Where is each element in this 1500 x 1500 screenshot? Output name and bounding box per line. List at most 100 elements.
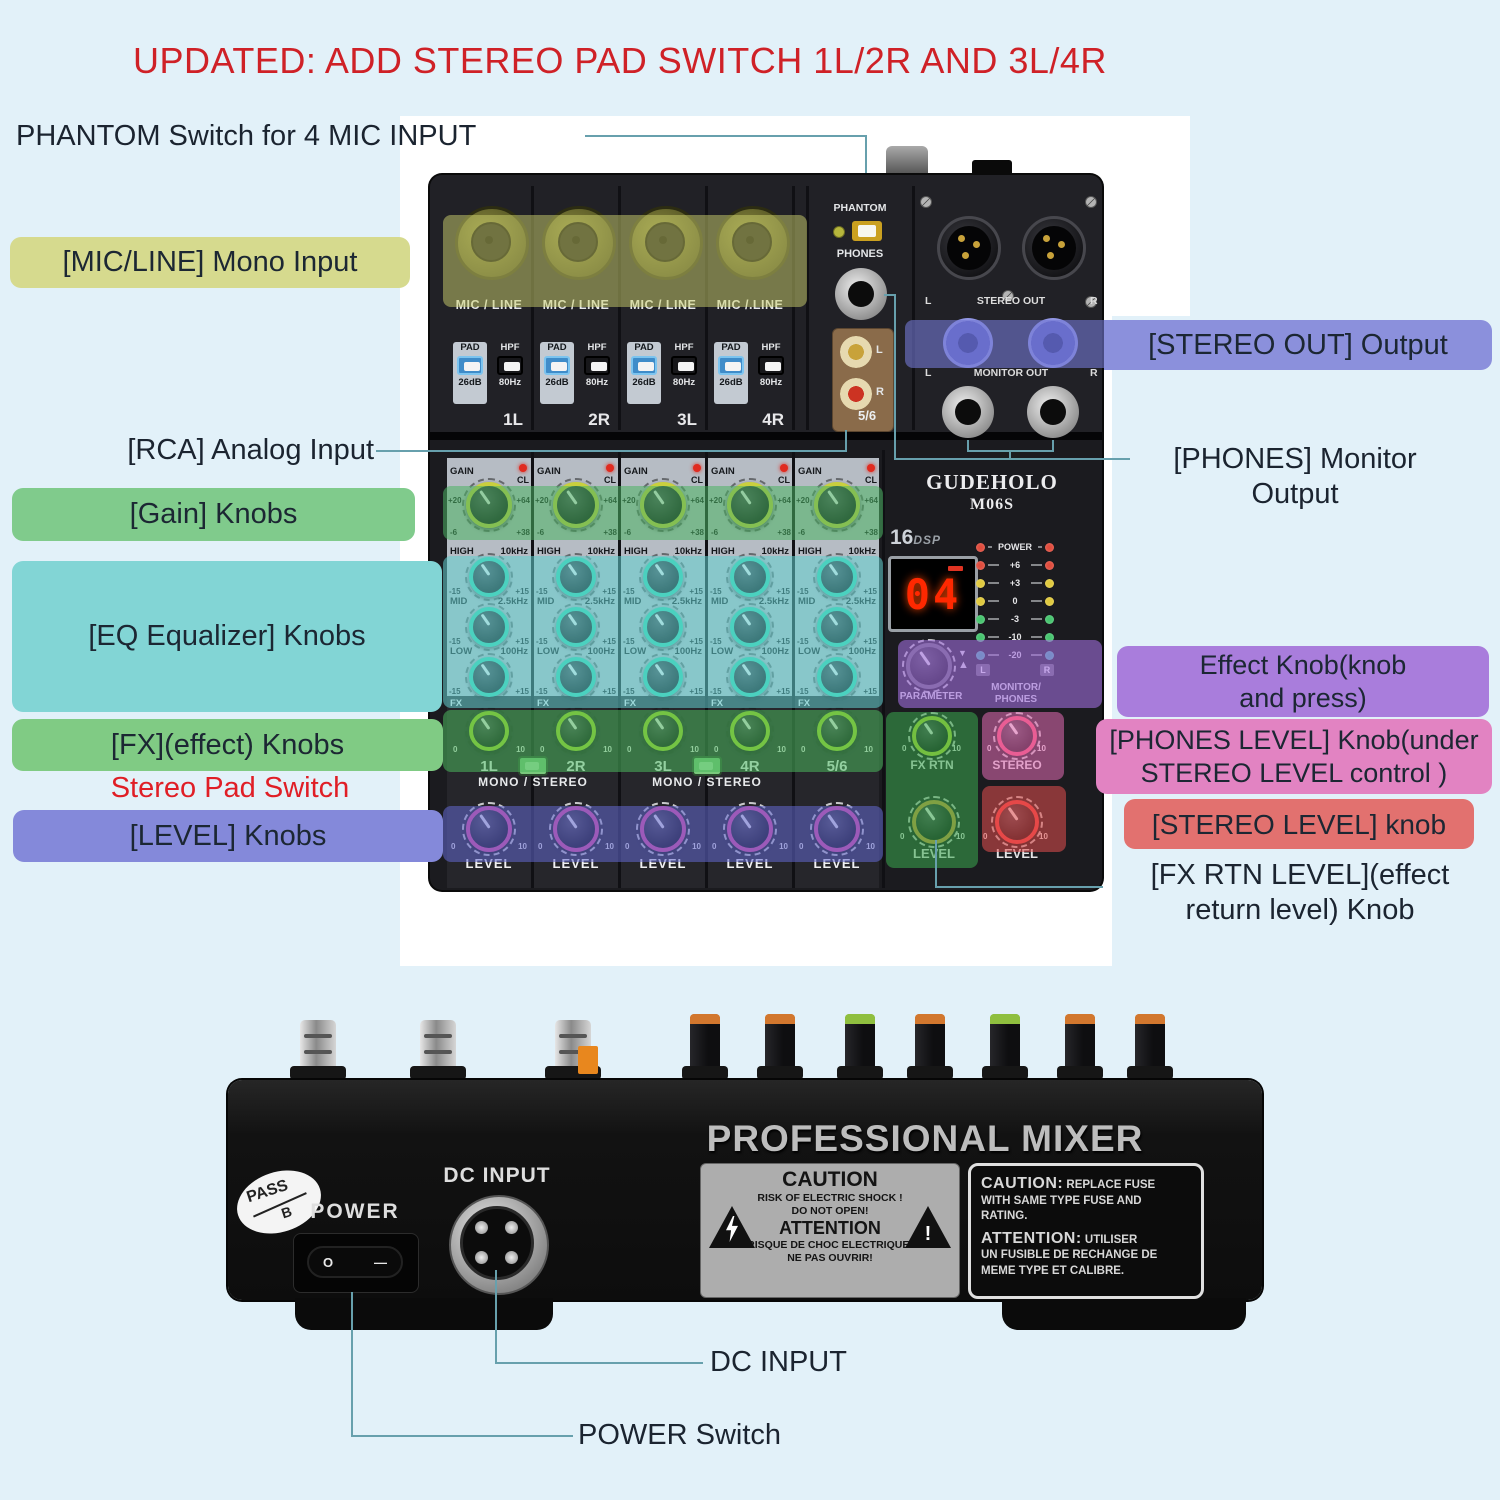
gain-header: GAIN [450,466,528,477]
photo-backdrop-corner [1112,116,1190,316]
monitor-out-hole-right [1040,399,1066,425]
meter-tick-label: -10 [1008,632,1022,642]
meter-led [1045,560,1054,570]
callout-level: [LEVEL] Knobs [13,810,443,862]
panel-divider [618,186,621,430]
meter-dash [988,600,999,602]
rca-jack-left [840,336,872,368]
pad-switch [631,356,657,375]
stereo-out-xlr-right [1022,216,1086,280]
mixer-foot [1002,1298,1246,1330]
panel-divider [531,186,534,430]
phantom-switch [852,221,882,241]
pad-label: PAD [547,342,567,353]
pass-text: B [279,1202,294,1222]
meter-dash [1038,546,1042,548]
pad-value: 26dB [632,377,656,388]
monitor-out-r: R [1090,367,1098,379]
callout-dc-input: DC INPUT [710,1346,847,1378]
callout-line [884,294,896,296]
mono-stereo-print: MONO / STEREO [478,775,588,789]
phantom-label: PHANTOM [833,202,887,214]
caution-plate-left: CAUTION RISK OF ELECTRIC SHOCK ! DO NOT … [700,1163,960,1298]
eq-high-label: HIGH [711,546,735,557]
pad-switch-face [551,362,567,371]
rear-knob-base [1057,1066,1103,1080]
hpf-value: 80Hz [672,377,696,388]
rear-switch-silhouette [972,160,1012,178]
callout-stereo-pad: Stereo Pad Switch [110,772,350,804]
eq-high-label: HIGH [537,546,561,557]
clip-label: CL [778,475,790,485]
clip-led-icon [867,464,875,472]
display-value: 04 [904,569,962,619]
pad-switch [457,356,483,375]
highlight-micline [443,215,807,307]
rear-connector-base [410,1066,466,1080]
dc-pin [505,1221,518,1234]
rear-knob-base [982,1066,1028,1080]
clip-label: CL [604,475,616,485]
pad-switch [718,356,744,375]
meter-led [976,632,985,642]
meter-dash [988,618,999,620]
callout-stereo-level: [STEREO LEVEL] knob [1124,799,1474,849]
dc-connector-face [460,1206,534,1280]
highlight-fx-rtn [886,712,978,868]
monitor-out-l: L [925,367,932,379]
meter-led [976,578,985,588]
monitor-out-hole-left [955,399,981,425]
caution-line: RISQUE DE CHOC ELECTRIQUE! [747,1239,913,1251]
stereo-out-l: L [925,295,932,307]
caution-line: NE PAS OUVRIR! [787,1252,873,1264]
meter-row-+3: +3 [976,574,1054,592]
callout-power-switch: POWER Switch [578,1419,782,1451]
strip-divider [882,450,885,888]
eq-high-label: HIGH [450,546,474,557]
dc-pin [475,1251,488,1264]
pad-label: PAD [634,342,654,353]
rca-group-label: 5/6 [858,408,877,423]
hpf-switch-face [678,362,694,371]
caution-title: ATTENTION [779,1218,881,1238]
channel-id: 3L [677,410,697,429]
highlight-parameter [898,640,1102,708]
clip-led-icon [519,464,527,472]
meter-tick-label: 0 [1012,596,1018,606]
meter-dash [988,564,999,566]
eq-high-freq: 10kHz [500,546,528,557]
gain-label: GAIN [537,466,561,477]
eq-high-header: HIGH 10kHz [450,546,528,557]
phantom-led [833,226,845,238]
pad-switch-face [638,362,654,371]
pad-switch-face [725,362,741,371]
rear-knob-base [837,1066,883,1080]
stereo-out-label: STEREO OUT [976,295,1046,307]
power-switch: O — [293,1233,419,1293]
highlight-eq [443,556,883,708]
back-headline: PROFESSIONAL MIXER [706,1118,1144,1159]
callout-line [1009,450,1011,460]
meter-row--10: -10 [976,628,1054,646]
caution-line: MEME TYPE ET CALIBRE. [981,1264,1125,1277]
clip-led-icon [606,464,614,472]
rca-right-label: R [876,386,884,398]
power-label: POWER [310,1200,400,1223]
callout-line [495,1270,497,1364]
model-name: M06S [970,496,1014,513]
mic-stand-connector [886,146,928,178]
hpf-value: 80Hz [585,377,609,388]
channel-id: 4R [762,410,784,429]
gain-label: GAIN [450,466,474,477]
pad-switch [544,356,570,375]
eq-high-freq: 10kHz [761,546,789,557]
